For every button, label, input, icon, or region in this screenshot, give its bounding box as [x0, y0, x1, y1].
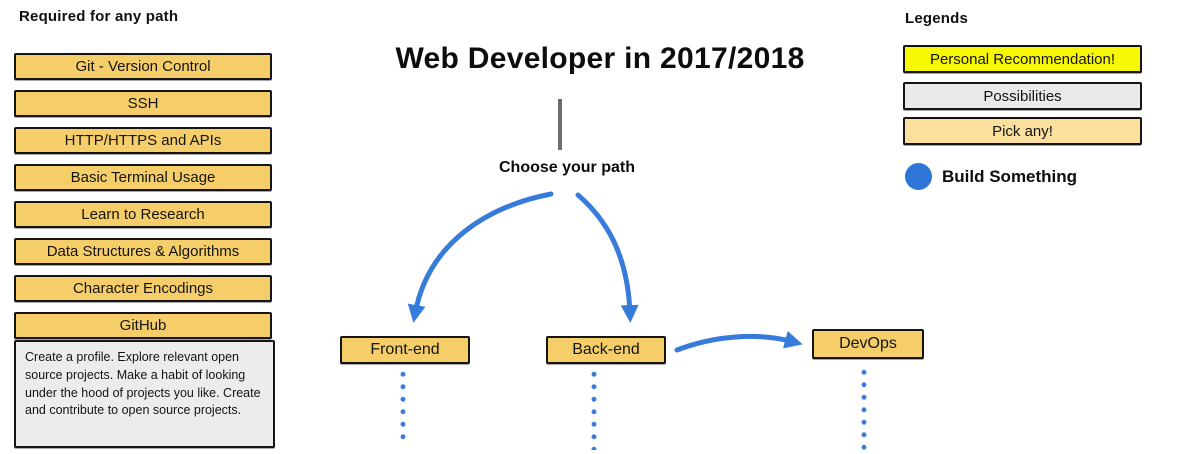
topic-box-research: Learn to Research	[14, 201, 272, 228]
topic-box-encodings: Character Encodings	[14, 275, 272, 302]
arrow-to-backend	[575, 192, 639, 323]
build-something-dot-icon	[905, 163, 932, 190]
node-devops: DevOps	[812, 329, 924, 359]
topic-box-ssh: SSH	[14, 90, 272, 117]
title-connector-line	[558, 99, 562, 150]
topic-box-data-structures: Data Structures & Algorithms	[14, 238, 272, 265]
topic-box-github: GitHub	[14, 312, 272, 339]
required-path-heading: Required for any path	[19, 8, 179, 25]
frontend-continuation-dots	[400, 368, 406, 446]
backend-continuation-dots	[591, 368, 597, 450]
legend-personal-recommendation: Personal Recommendation!	[903, 45, 1142, 73]
topic-box-terminal: Basic Terminal Usage	[14, 164, 272, 191]
choose-path-label: Choose your path	[498, 159, 635, 176]
node-frontend: Front-end	[340, 336, 470, 364]
legend-pick-any: Pick any!	[903, 117, 1142, 145]
topic-box-git: Git - Version Control	[14, 53, 272, 80]
arrow-to-frontend	[407, 191, 554, 323]
github-note-box: Create a profile. Explore relevant open …	[14, 340, 275, 448]
topic-box-http: HTTP/HTTPS and APIs	[14, 127, 272, 154]
arrow-backend-to-devops	[674, 330, 803, 353]
github-note-text: Create a profile. Explore relevant open …	[25, 350, 261, 418]
legend-possibilities: Possibilities	[903, 82, 1142, 110]
node-backend: Back-end	[546, 336, 666, 364]
legends-heading: Legends	[905, 10, 969, 27]
build-something-label: Build Something	[942, 167, 1078, 186]
page-title: Web Developer in 2017/2018	[395, 42, 805, 75]
devops-continuation-dots	[861, 366, 867, 452]
